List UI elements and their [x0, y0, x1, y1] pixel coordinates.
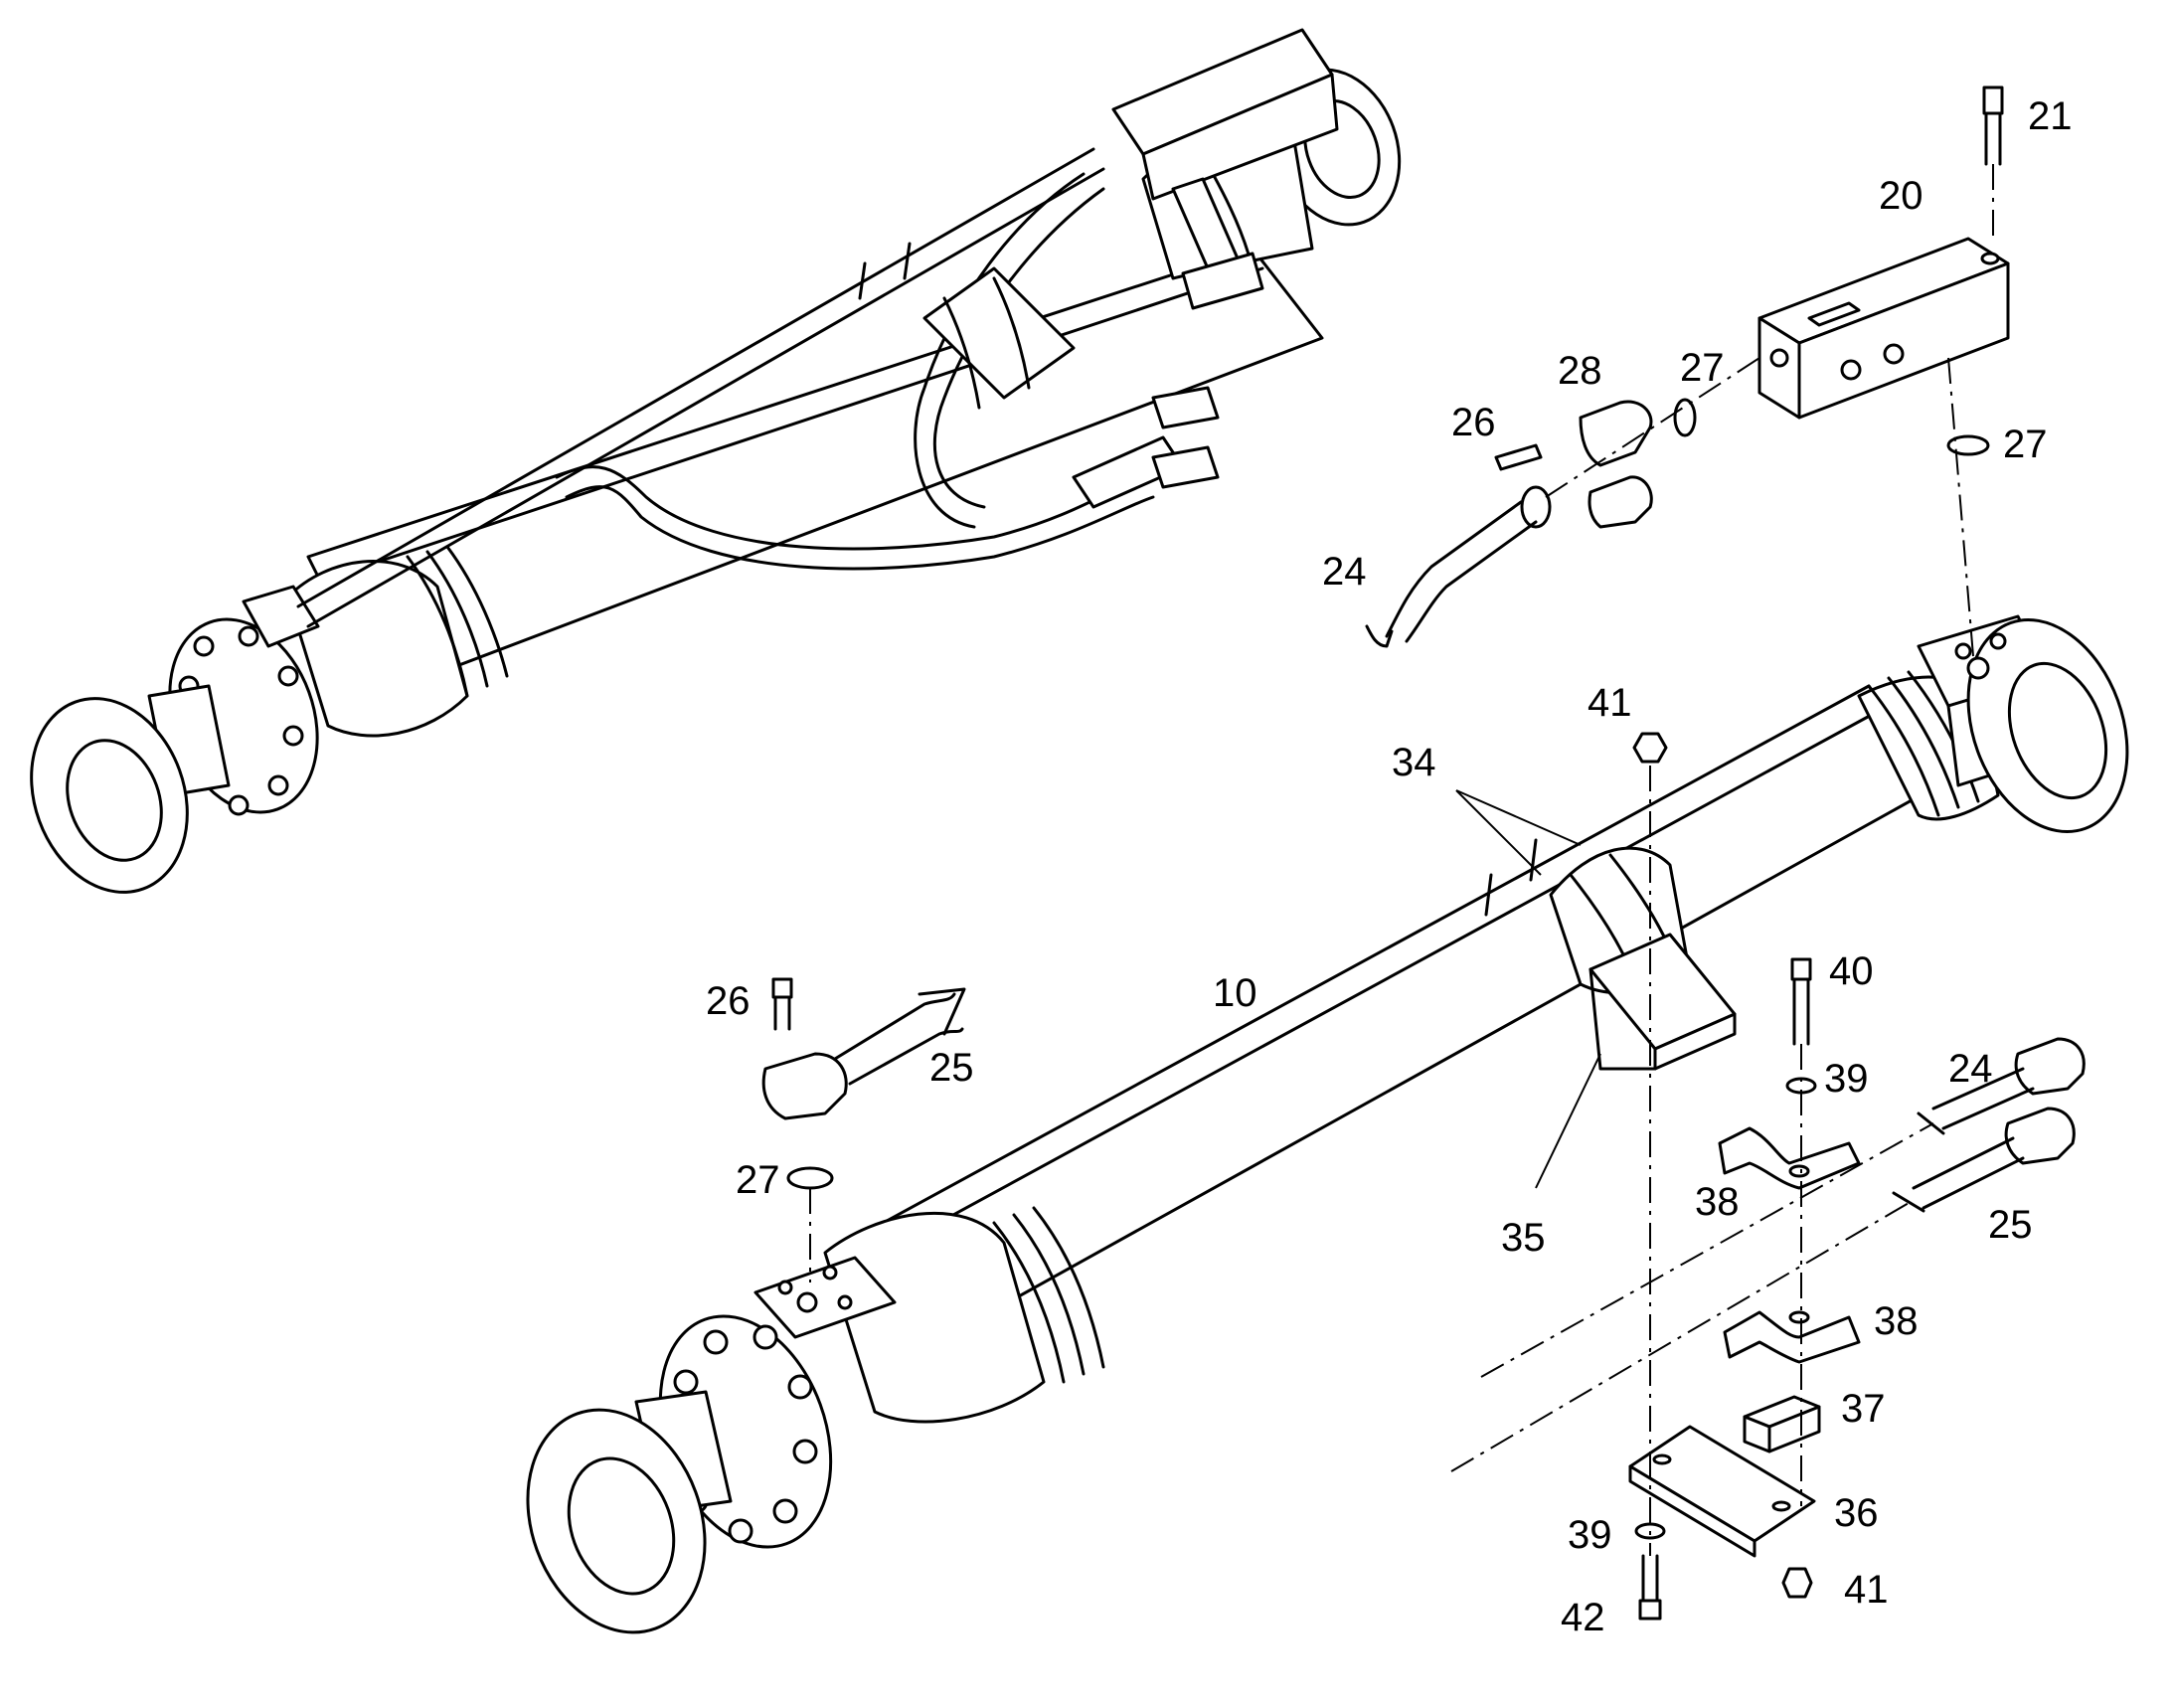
callout-41-upper: 41: [1588, 681, 1632, 725]
pipe-25a: [761, 987, 966, 1120]
callout-35: 35: [1501, 1216, 1546, 1260]
bolt-42: [1638, 1554, 1662, 1621]
bolt-21: [1982, 85, 2004, 166]
callout-28: 28: [1558, 349, 1602, 393]
callout-40: 40: [1829, 949, 1874, 993]
spacer-block-37: [1743, 1395, 1821, 1453]
valve-block-20: [1757, 237, 2010, 420]
callout-21: 21: [2028, 94, 2073, 138]
callout-37: 37: [1841, 1387, 1886, 1431]
callout-25-right: 25: [1988, 1203, 2033, 1247]
pipe-24a: [1365, 485, 1552, 648]
bolt-26b: [771, 977, 793, 1031]
callout-36: 36: [1834, 1491, 1879, 1535]
callout-10: 10: [1213, 971, 1257, 1015]
callout-38-upper: 38: [1695, 1180, 1740, 1224]
leader-lines: [1455, 789, 1601, 1189]
callout-42: 42: [1561, 1596, 1605, 1639]
callout-39-upper: 39: [1824, 1057, 1869, 1101]
plate-36: [1628, 1425, 1816, 1558]
callout-39-lower: 39: [1568, 1513, 1612, 1557]
callout-38-lower: 38: [1874, 1299, 1919, 1343]
callout-20: 20: [1879, 174, 1923, 218]
clamp-half-38a: [1718, 1126, 1861, 1190]
callout-24-right: 24: [1948, 1047, 1993, 1091]
center-lines: [809, 164, 1994, 1556]
exploded-parts: [761, 85, 2086, 1621]
bolt-26a: [1494, 443, 1543, 471]
callout-34: 34: [1392, 741, 1436, 784]
callout-27-lower: 27: [736, 1158, 780, 1202]
nut-41b: [1781, 1567, 1813, 1599]
callout-41-lower: 41: [1844, 1568, 1889, 1612]
callout-26-lower: 26: [706, 979, 751, 1023]
pipe-24b: [1917, 1037, 2086, 1135]
callout-24-upper: 24: [1322, 550, 1367, 594]
nut-41a: [1632, 732, 1668, 764]
o-ring-27c: [786, 1166, 834, 1190]
callout-27-right: 27: [2003, 423, 2048, 466]
pipe-25b: [1892, 1107, 2076, 1213]
callout-25-left: 25: [929, 1046, 974, 1090]
lower-cylinder-assembly: [526, 614, 2129, 1634]
callout-26-upper: 26: [1451, 401, 1496, 444]
callout-27-upper: 27: [1680, 346, 1725, 390]
split-flange-28: [1579, 400, 1653, 529]
bolt-40: [1790, 957, 1812, 1046]
callout-labels: 21 20 28 27 27 26 24 41 34 10 26 25 27 4…: [706, 94, 2073, 1639]
o-ring-27a: [1673, 398, 1697, 437]
clamp-half-38b: [1723, 1310, 1861, 1364]
upper-cylinder-assembly: [30, 28, 1402, 894]
o-ring-27b: [1946, 434, 1990, 456]
